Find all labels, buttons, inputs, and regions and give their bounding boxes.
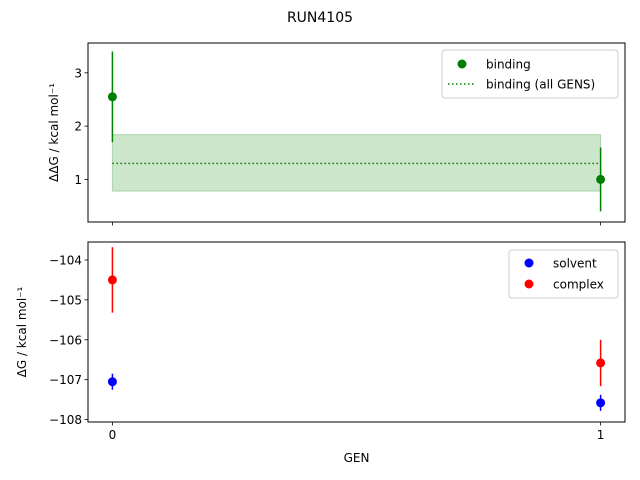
- binding-legend-marker: [457, 59, 467, 69]
- complex-point: [107, 275, 117, 285]
- complex-point: [596, 358, 606, 368]
- figure-title: RUN4105: [287, 10, 353, 26]
- y-tick-label: 2: [74, 120, 82, 134]
- top-y-axis-label: ΔΔG / kcal mol⁻¹: [47, 83, 61, 182]
- top-panel: 1 2 3 ΔΔG / kcal mol⁻¹ binding binding (al…: [47, 42, 626, 226]
- x-axis-label: GEN: [344, 451, 370, 465]
- bottom-legend: solvent complex: [508, 249, 619, 299]
- bottom-y-axis-label: ΔG / kcal mol⁻¹: [15, 286, 29, 377]
- top-band-layer: [111, 134, 602, 192]
- complex-legend-label: complex: [553, 278, 604, 292]
- bottom-plot-frame: [87, 241, 626, 423]
- x-tick-label: 1: [597, 428, 605, 442]
- y-tick-label: −108: [49, 413, 82, 427]
- y-tick-label: −107: [49, 373, 82, 387]
- top-data-layer: [107, 51, 606, 212]
- binding-point: [107, 92, 117, 102]
- reference-legend-label: binding (all GENS): [486, 78, 595, 92]
- bottom-ticks-layer: −108 −107 −106 −105 −104 0 1: [49, 253, 604, 442]
- y-tick-label: −105: [49, 293, 82, 307]
- y-tick-label: −104: [49, 253, 82, 267]
- top-ticks-layer: 1 2 3: [74, 66, 601, 226]
- top-legend: binding binding (all GENS): [441, 49, 619, 99]
- y-tick-label: 1: [74, 173, 82, 187]
- top-plot-frame: [87, 42, 626, 223]
- solvent-legend-marker: [524, 258, 534, 268]
- binding-point: [596, 174, 606, 184]
- y-tick-label: −106: [49, 333, 82, 347]
- bottom-legend-frame: [508, 249, 619, 299]
- binding-legend-label: binding: [486, 58, 531, 72]
- bottom-panel: −108 −107 −106 −105 −104 0 1 ΔG / kcal mol⁻¹ G…: [15, 241, 626, 465]
- y-tick-label: 3: [74, 66, 82, 80]
- solvent-legend-label: solvent: [553, 257, 597, 271]
- solvent-point: [596, 398, 606, 408]
- top-legend-frame: [441, 49, 619, 99]
- solvent-point: [107, 377, 117, 387]
- x-tick-label: 0: [109, 428, 117, 442]
- bottom-data-layer: [107, 247, 606, 411]
- complex-legend-marker: [524, 279, 534, 289]
